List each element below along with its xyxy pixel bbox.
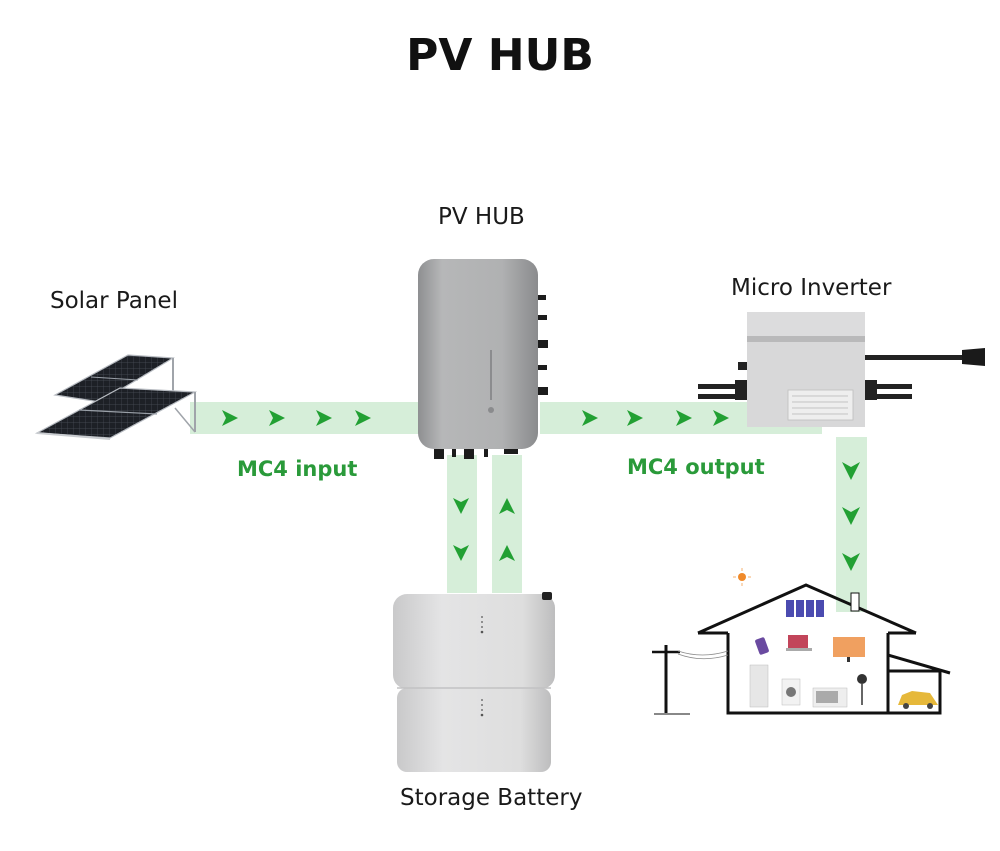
arrow-down-icon — [453, 545, 469, 561]
arrow-right-icon — [676, 410, 692, 426]
arrow-down-icon — [842, 462, 860, 480]
mc4-output-label: MC4 output — [627, 455, 765, 479]
page-title: PV HUB — [406, 30, 594, 81]
arrow-right-icon — [355, 410, 371, 426]
micro-inverter-label: Micro Inverter — [731, 275, 892, 301]
pv-hub-device-icon — [418, 259, 548, 459]
arrow-right-icon — [713, 410, 729, 426]
arrow-down-icon — [842, 553, 860, 571]
utility-pole-icon — [652, 645, 729, 715]
arrow-right-icon — [269, 410, 285, 426]
mc4-input-label: MC4 input — [237, 457, 358, 481]
solar-panel-label: Solar Panel — [50, 288, 178, 314]
house-icon — [652, 568, 951, 715]
car-icon — [898, 691, 938, 709]
storage-battery-icon — [393, 592, 555, 772]
arrow-right-icon — [582, 410, 598, 426]
solar-panel-icon — [34, 354, 198, 440]
arrow-down-icon — [842, 507, 860, 525]
storage-battery-label: Storage Battery — [400, 785, 583, 811]
micro-inverter-icon — [698, 312, 985, 427]
arrow-up-icon — [499, 545, 515, 561]
flow-band-from-battery — [492, 455, 522, 593]
flow-band-to-battery — [447, 455, 477, 593]
arrow-right-icon — [627, 410, 643, 426]
flow-band-to-house — [836, 437, 867, 612]
sun-icon — [733, 568, 751, 586]
pv-hub-label: PV HUB — [438, 204, 525, 230]
arrow-right-icon — [222, 410, 238, 426]
arrow-up-icon — [499, 498, 515, 514]
arrow-right-icon — [316, 410, 332, 426]
arrow-down-icon — [453, 498, 469, 514]
